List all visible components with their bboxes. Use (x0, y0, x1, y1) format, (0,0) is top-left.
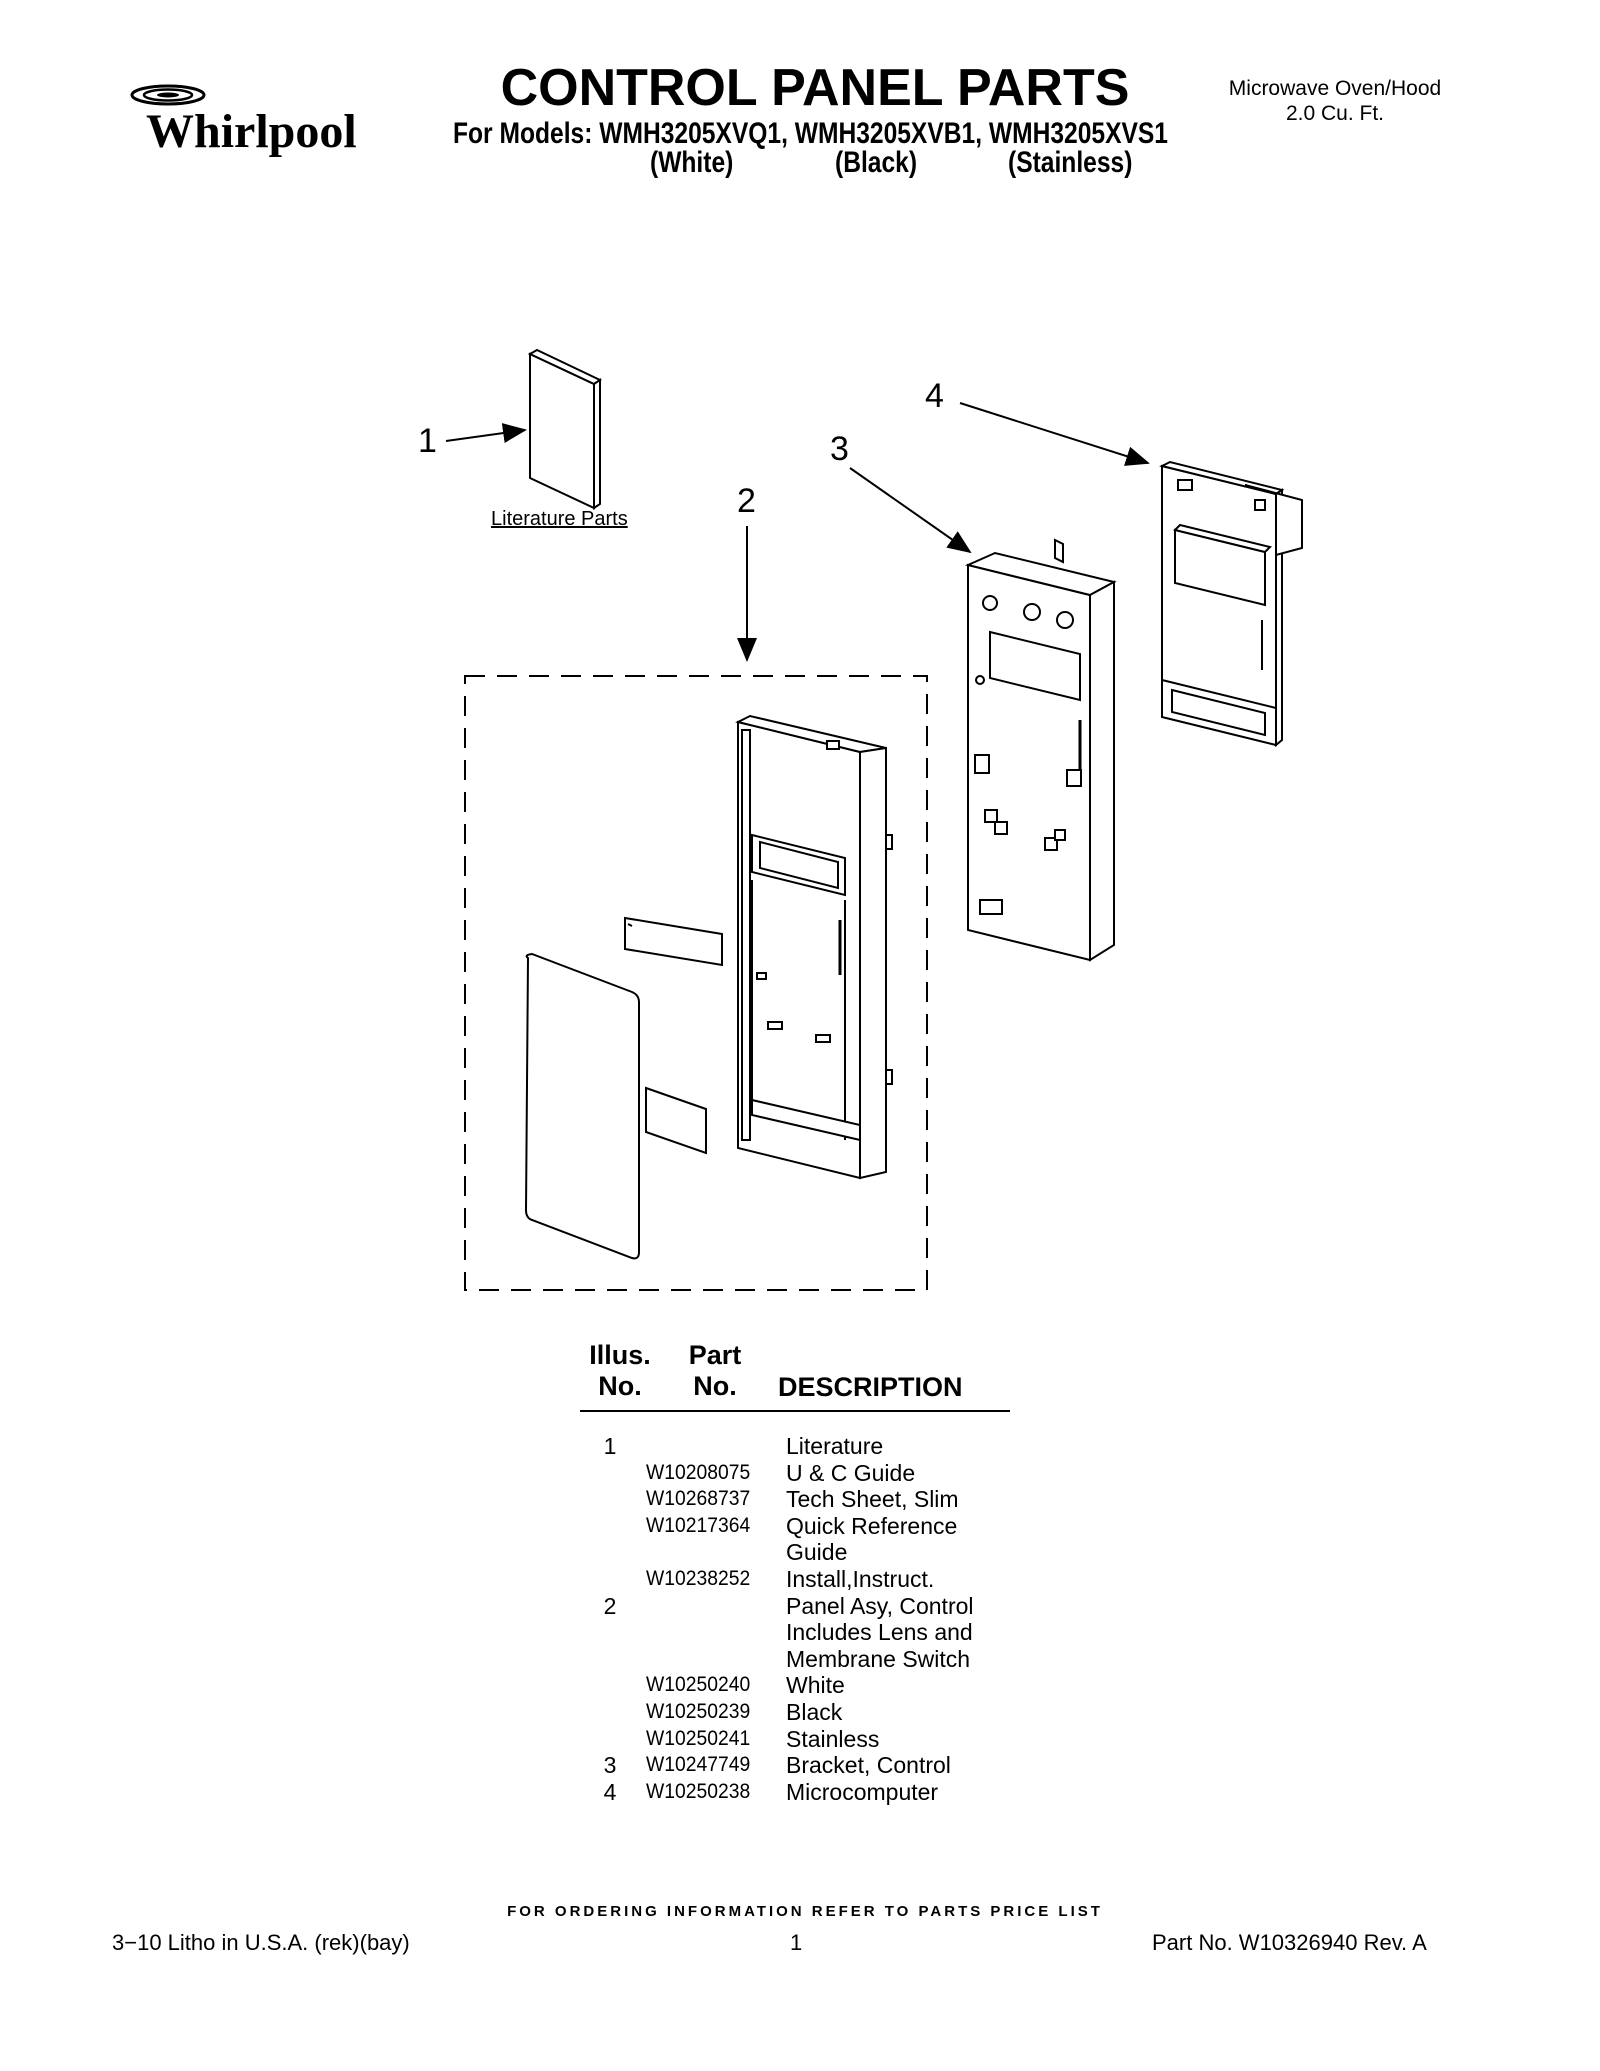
illus-no: 1 (603, 1433, 617, 1459)
illus-no: 3 (603, 1752, 617, 1779)
header-illus-no-label: No. (598, 1371, 642, 1402)
description: Literature (786, 1433, 884, 1459)
membrane-switch-overlay (524, 952, 640, 1260)
product-type: Microwave Oven/Hood (1228, 77, 1442, 100)
description: Tech Sheet, Slim (786, 1486, 959, 1513)
literature-parts-label: Literature Parts (491, 508, 628, 530)
header-illus: Illus. (589, 1340, 651, 1370)
table-row: 2 Panel Asy, Control (580, 1593, 1010, 1620)
callout-4: 4 (925, 377, 944, 415)
control-panel-assembly (735, 714, 893, 1180)
table-row: 3 W10247749 Bracket, Control (580, 1752, 1010, 1779)
table-row: Membrane Switch (580, 1646, 1010, 1673)
description: Stainless (786, 1725, 880, 1752)
table-row: W10250240 White (580, 1672, 1010, 1699)
callout-3: 3 (830, 430, 849, 468)
description: Includes Lens and (786, 1619, 973, 1646)
part-no: W10250238 (646, 1779, 751, 1803)
product-info: Microwave Oven/Hood 2.0 Cu. Ft. (1220, 76, 1450, 126)
part-no: W10238252 (646, 1566, 751, 1590)
table-row: W10250241 Stainless (580, 1726, 1010, 1753)
table-row: W10208075 U & C Guide (580, 1460, 1010, 1487)
membrane-tail (645, 1086, 707, 1155)
description: Guide (786, 1539, 848, 1566)
table-row: W10217364 Quick Reference (580, 1513, 1010, 1540)
whirlpool-swirl-icon (130, 84, 206, 106)
exploded-parts-diagram: 1 Literature Parts 2 (418, 348, 1303, 1291)
ordering-note: FOR ORDERING INFORMATION REFER TO PARTS … (507, 1903, 1103, 1920)
page-title: CONTROL PANEL PARTS (500, 59, 1130, 117)
panel-assembly-group-box (464, 675, 928, 1291)
callout-3-arrow (849, 467, 972, 554)
parts-rows: 1 Literature W10208075 U & C Guide W102687… (580, 1433, 1010, 1805)
models-line: For Models: WMH3205XVQ1, WMH3205XVB1, WM… (453, 117, 1168, 150)
callout-1: 1 (418, 422, 437, 460)
page-number: 1 (790, 1930, 803, 1955)
illus-no: 4 (603, 1778, 617, 1805)
variant-black: (Black) (835, 146, 918, 179)
description: Quick Reference (786, 1512, 958, 1539)
document-part-number: Part No. W10326940 Rev. A (1152, 1930, 1427, 1955)
part-no: W10268737 (646, 1487, 751, 1511)
description: Membrane Switch (786, 1645, 971, 1672)
description: U & C Guide (786, 1459, 916, 1486)
part-no: W10250240 (646, 1673, 751, 1697)
header-rule (580, 1410, 1010, 1412)
table-row: W10268737 Tech Sheet, Slim (580, 1486, 1010, 1513)
microcomputer-board (1159, 460, 1303, 748)
part-no: W10208075 (646, 1460, 751, 1484)
table-row: Guide (580, 1539, 1010, 1566)
part-no: W10250241 (646, 1726, 751, 1750)
part-no: W10250239 (646, 1699, 751, 1723)
variant-white: (White) (650, 146, 734, 179)
description: Panel Asy, Control (786, 1592, 974, 1619)
table-row: W10250239 Black (580, 1699, 1010, 1726)
callout-2: 2 (737, 482, 756, 520)
description: White (786, 1672, 845, 1699)
display-lens (624, 916, 723, 967)
header-part: Part (688, 1340, 742, 1370)
literature-booklet (527, 348, 603, 510)
control-bracket (964, 538, 1117, 962)
brand-name: Whirlpool (146, 105, 357, 158)
part-no: W10217364 (646, 1513, 751, 1537)
description: Install,Instruct. (786, 1565, 935, 1592)
table-row: 4 W10250238 Microcomputer (580, 1779, 1010, 1806)
variant-stainless: (Stainless) (1008, 146, 1133, 179)
litho-info: 3−10 Litho in U.S.A. (rek)(bay) (112, 1930, 410, 1955)
illus-no: 2 (603, 1592, 617, 1619)
whirlpool-logo: Whirlpool (128, 82, 368, 162)
table-row: Includes Lens and (580, 1619, 1010, 1646)
product-capacity: 2.0 Cu. Ft. (1285, 102, 1385, 126)
header-description: DESCRIPTION (778, 1372, 963, 1402)
callout-1-arrow (445, 423, 527, 443)
table-row: 1 Literature (580, 1433, 1010, 1460)
header-part-no: Part No. (675, 1340, 755, 1402)
callout-4-arrow (959, 402, 1150, 466)
header-illus-no: Illus. No. (580, 1340, 660, 1402)
table-row: W10238252 Install,Instruct. (580, 1566, 1010, 1593)
description: Black (786, 1698, 843, 1725)
part-no: W10247749 (646, 1753, 751, 1777)
description: Bracket, Control (786, 1752, 951, 1779)
header-part-no-label: No. (693, 1371, 737, 1402)
description: Microcomputer (786, 1778, 939, 1805)
